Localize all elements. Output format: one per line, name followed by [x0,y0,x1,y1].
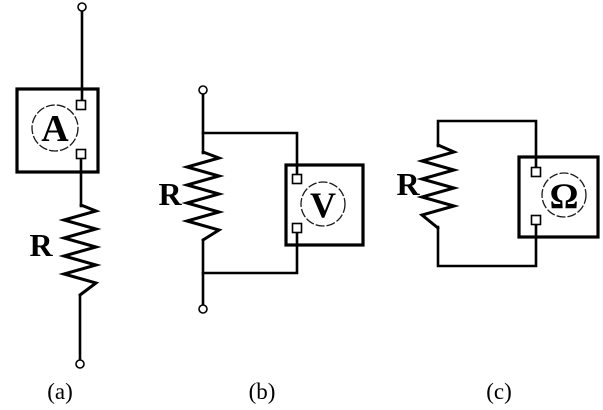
circuit-b: V R (b) [158,85,365,404]
circuit-caption: (c) [486,379,512,404]
wire-branch-bottom [201,226,299,275]
terminal-node [77,2,87,12]
terminal-node [198,304,208,314]
wire-loop-bottom [436,218,538,268]
voltmeter-symbol: V [310,185,336,225]
wire-loop-top [436,119,538,174]
wire-branch-top [201,131,299,181]
terminal-post [291,222,303,234]
terminal-post [291,173,303,185]
voltmeter-dial-circle [300,181,346,227]
circuit-caption: (a) [47,379,73,404]
ammeter-symbol: A [41,108,69,150]
ammeter-dial-circle [31,104,79,152]
ohmmeter-symbol: Ω [550,176,579,216]
terminal-post [530,214,542,226]
terminal-node [198,85,208,95]
terminal-post [530,166,542,178]
resistor-zigzag-icon [181,150,225,242]
circuit-a: A R (a) [15,2,102,404]
resistor-label: R [158,176,182,212]
ohmmeter-dial-circle [541,172,587,218]
resistor-label: R [29,227,53,263]
resistor-label: R [396,166,420,202]
circuit-c: Ω R (c) [396,119,600,404]
circuit-caption: (b) [249,379,276,404]
resistor-zigzag-icon [416,143,460,230]
terminal-post [75,148,87,160]
terminal-node [75,359,85,369]
resistor-zigzag-icon [58,203,102,297]
terminal-post [75,99,87,111]
